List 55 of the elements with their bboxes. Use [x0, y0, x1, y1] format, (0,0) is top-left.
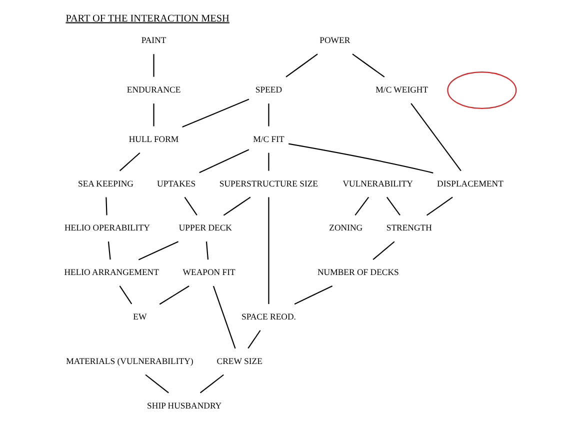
connector — [248, 330, 261, 349]
connector — [426, 196, 453, 216]
node-text: SPEED — [255, 84, 282, 94]
connector — [268, 104, 270, 126]
connector — [153, 104, 154, 126]
connector — [108, 242, 111, 260]
connector — [153, 54, 154, 77]
connector — [119, 152, 140, 172]
connector — [159, 286, 190, 305]
connector — [354, 196, 370, 216]
connector — [410, 103, 462, 172]
node-text: DISPLACEMENT — [437, 178, 504, 188]
connector — [223, 196, 251, 216]
connector — [286, 54, 318, 78]
connector — [386, 196, 400, 216]
node-text: CREW SIZE — [216, 356, 262, 366]
connector — [372, 241, 395, 260]
node-text: SHIP HUSBANDRY — [147, 400, 222, 410]
node-text: HULL FORM — [128, 134, 179, 144]
connector — [294, 286, 333, 305]
node-text: MATERIALS (VULNERABILITY) — [66, 356, 194, 366]
connector — [119, 286, 132, 304]
node-text: ENDURANCE — [126, 84, 181, 94]
connector — [268, 197, 270, 304]
node-text: POWER — [320, 35, 350, 46]
node-text: EW — [133, 311, 147, 322]
connector — [145, 374, 169, 394]
node-text: NUMBER OF DECKS — [318, 267, 399, 278]
node-text: STRENGTH — [386, 222, 432, 233]
connector — [182, 98, 250, 128]
connector — [106, 197, 108, 216]
node-text: UPTAKES — [157, 178, 196, 188]
node-text: HELIO OPERABILITY — [64, 222, 150, 233]
node-text: PAINT — [141, 35, 166, 46]
node-text: M/C WEIGHT — [376, 84, 428, 94]
node-text: M/C FIT — [253, 134, 284, 144]
connector — [268, 152, 270, 171]
node-text: SPACE REOD. — [242, 311, 296, 322]
node-text: SEA KEEPING — [78, 178, 134, 188]
node-text: WEAPON FIT — [182, 267, 236, 278]
node-text: UPPER DECK — [178, 222, 232, 233]
connector — [199, 149, 250, 174]
node-text: ZONING — [329, 222, 363, 233]
node-text: SUPERSTRUCTURE SIZE — [219, 178, 318, 188]
node-circle — [447, 72, 517, 109]
connector — [212, 286, 236, 349]
connector — [288, 143, 434, 174]
connector — [184, 196, 198, 216]
connector — [352, 54, 385, 78]
node-text: VULNERABILITY — [342, 178, 413, 188]
connector — [200, 374, 224, 394]
connector — [138, 241, 178, 260]
connector — [206, 242, 209, 260]
node-text: HELIO ARRANGEMENT — [64, 267, 159, 278]
diagram-title: PART OF THE INTERACTION MESH — [66, 13, 230, 24]
